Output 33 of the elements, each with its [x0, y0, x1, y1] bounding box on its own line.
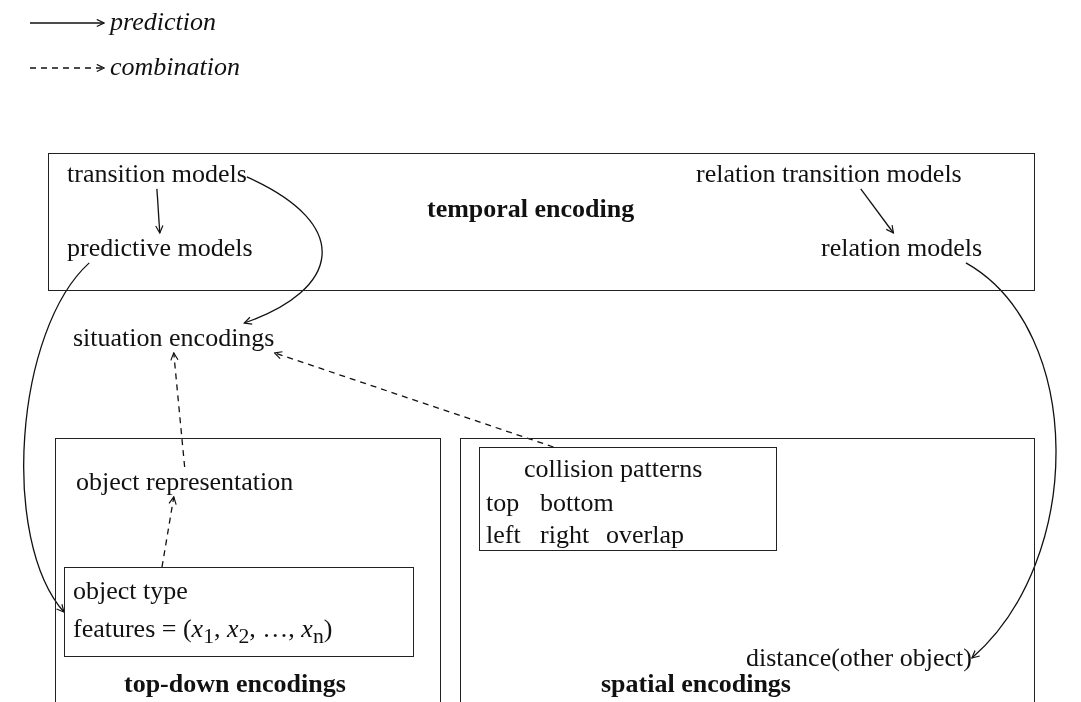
arrow [965, 262, 1057, 659]
box-text: top [486, 490, 520, 516]
node-label: transition models [67, 159, 247, 189]
node-label: relation transition models [696, 159, 962, 189]
dashed-arrow [161, 496, 177, 568]
node-label: relation models [821, 233, 982, 263]
legend-label: prediction [110, 7, 216, 37]
dashed-arrow [273, 351, 555, 448]
box-text: right [540, 522, 590, 548]
group-box [55, 438, 441, 702]
node-label: predictive models [67, 233, 253, 263]
node-label: situation encodings [73, 323, 275, 353]
group-title: spatial encodings [601, 671, 791, 697]
group-title: temporal encoding [427, 196, 635, 222]
dashed-arrow [170, 352, 186, 468]
arrow [243, 176, 323, 325]
group-box [479, 447, 777, 551]
box-text: features = (x$_{1}$, x$_{2}$, …, x$_{n}$) [73, 616, 333, 648]
group-title: top-down encodings [124, 671, 346, 697]
box-text: overlap [606, 522, 684, 548]
legend-label: combination [110, 52, 240, 82]
box-text: bottom [540, 490, 614, 516]
group-box [64, 567, 414, 657]
box-text: collision patterns [524, 456, 703, 482]
box-text: object type [73, 578, 188, 604]
node-label: distance(other object) [746, 643, 972, 673]
group-box [460, 438, 1035, 702]
box-text: left [486, 522, 521, 548]
node-label: object representation [76, 467, 294, 497]
arrow [860, 188, 895, 234]
arrow [155, 188, 164, 234]
arrow [23, 262, 90, 613]
group-box [48, 153, 1035, 291]
